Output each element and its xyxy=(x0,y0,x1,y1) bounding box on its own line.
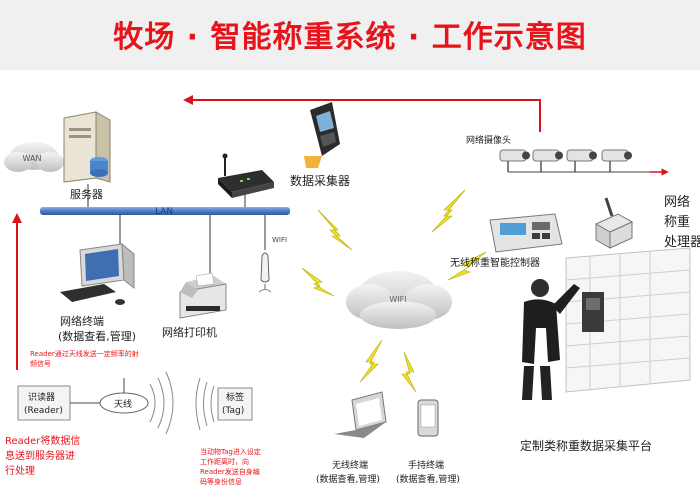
weighing-processor-icon xyxy=(594,197,634,249)
barcode-scanner-icon xyxy=(304,102,340,168)
tag-note-2: 工作距离时，向 xyxy=(200,457,249,466)
wireless-terminal-label-2: (数据查看,管理) xyxy=(316,473,380,485)
processor-label-1: 网络 xyxy=(664,194,690,210)
printer-label: 网络打印机 xyxy=(162,325,217,339)
terminal-label-2: (数据查看,管理) xyxy=(58,329,136,343)
page-title: 牧场 · 智能称重系统 · 工作示意图 xyxy=(113,20,587,55)
processor-label-2: 称重 xyxy=(664,214,690,230)
antenna-icon xyxy=(99,371,174,435)
tag-label-2: (Tag) xyxy=(222,406,244,416)
left-note-1: Reader将数据信 xyxy=(5,434,80,447)
left-note-2: 息送到服务器进 xyxy=(5,449,75,462)
tag-note-3: Reader发送自身编 xyxy=(200,467,260,476)
laptop-icon xyxy=(334,391,387,438)
server-icon xyxy=(63,111,111,183)
tag-note-1: 当动物Tag进入设定 xyxy=(200,447,261,456)
printer-icon xyxy=(179,272,227,319)
reader-note-2: 频信号 xyxy=(30,359,51,368)
reader-note-1: Reader通过天线发送一定频率的射 xyxy=(30,349,139,358)
diagram-canvas: WAN 服务器 LAN xyxy=(4,95,700,486)
wireless-terminal-label-1: 无线终端 xyxy=(332,459,368,471)
title-banner xyxy=(0,0,700,70)
lan-label: LAN xyxy=(155,207,173,217)
platform-label: 定制类称重数据采集平台 xyxy=(520,438,652,453)
reader-label-2: (Reader) xyxy=(24,406,63,416)
controller-label: 无线称重智能控制器 xyxy=(450,256,540,269)
cloud-label: WIFI xyxy=(389,295,406,304)
worker-figure xyxy=(522,279,580,400)
router-icon xyxy=(218,153,274,198)
camera-icon xyxy=(601,149,632,172)
handheld-icon xyxy=(417,399,439,437)
handheld-label-1: 手持终端 xyxy=(408,459,444,471)
camera-icon xyxy=(499,149,530,172)
reader-label-1: 识读器 xyxy=(28,391,55,403)
computer-icon xyxy=(60,242,135,305)
tag-note-4: 码等身份信息 xyxy=(200,477,242,486)
processor-label-3: 处理器 xyxy=(664,235,700,250)
wifi-ap-icon xyxy=(258,252,272,293)
camera-group xyxy=(499,149,669,176)
camera-to-server-arrow xyxy=(183,95,541,132)
camera-icon xyxy=(532,149,563,172)
controller-icon xyxy=(489,213,563,253)
lightning-icon xyxy=(447,251,487,281)
server-label: 服务器 xyxy=(70,188,103,201)
wan-label: WAN xyxy=(23,154,42,163)
handheld-label-2: (数据查看,管理) xyxy=(396,473,460,485)
left-note-3: 行处理 xyxy=(5,464,35,477)
terminal-label-1: 网络终端 xyxy=(60,314,104,328)
lightning-group xyxy=(301,189,487,393)
lightning-icon xyxy=(401,351,417,393)
scale-platform-icon xyxy=(565,247,691,393)
lan-bus: LAN xyxy=(40,207,290,217)
cameras-label: 网络摄像头 xyxy=(466,134,511,146)
lightning-icon xyxy=(301,267,335,297)
wifi-ap-label: WIFI xyxy=(272,236,287,244)
cloud-icon: WIFI xyxy=(346,271,452,329)
camera-icon xyxy=(566,149,597,172)
reader-device-icon xyxy=(17,385,71,421)
lightning-icon xyxy=(317,209,353,251)
wan-cloud-icon: WAN xyxy=(4,142,64,172)
collector-label: 数据采集器 xyxy=(290,173,350,188)
lightning-icon xyxy=(431,189,466,233)
tag-icon xyxy=(195,377,253,431)
antenna-label: 天线 xyxy=(114,398,132,410)
lightning-icon xyxy=(359,339,383,383)
tag-label-1: 标签 xyxy=(226,391,244,403)
